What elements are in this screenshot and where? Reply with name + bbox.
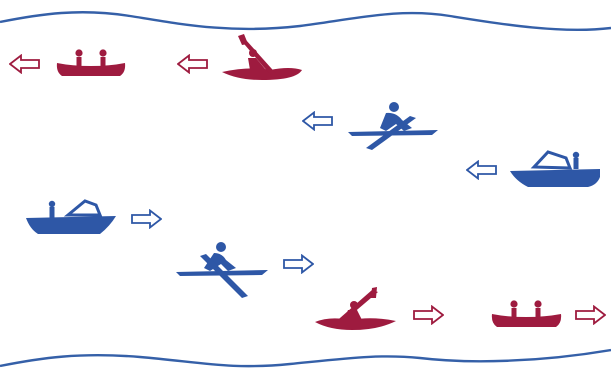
motorboat-left-group — [466, 150, 600, 187]
canoe-right-group — [491, 300, 606, 327]
motorboat-icon — [510, 150, 600, 187]
canoe-icon — [56, 49, 126, 76]
rowing-right-group — [176, 242, 314, 298]
kayak-right-group — [315, 287, 444, 330]
canoe-icon — [491, 300, 562, 327]
arrow-right-icon — [413, 305, 444, 325]
canoe-left-group — [9, 49, 126, 76]
arrow-right-icon — [283, 254, 314, 274]
arrow-left-icon — [302, 111, 333, 131]
motorboat-icon — [26, 199, 116, 234]
bottom-bank-wave — [0, 348, 611, 368]
arrow-left-icon — [466, 160, 497, 180]
rowing-icon — [348, 102, 438, 150]
top-bank-wave — [0, 11, 611, 32]
arrow-left-icon — [9, 54, 40, 74]
arrow-right-icon — [131, 209, 162, 229]
arrow-left-icon — [177, 54, 208, 74]
motorboat-right-group — [26, 199, 162, 234]
kayak-icon — [222, 34, 302, 80]
kayak-left-group — [177, 34, 302, 80]
arrow-right-icon — [575, 305, 606, 325]
rowing-left-group — [302, 102, 438, 150]
kayak-icon — [315, 287, 396, 330]
rowing-icon — [176, 242, 268, 298]
